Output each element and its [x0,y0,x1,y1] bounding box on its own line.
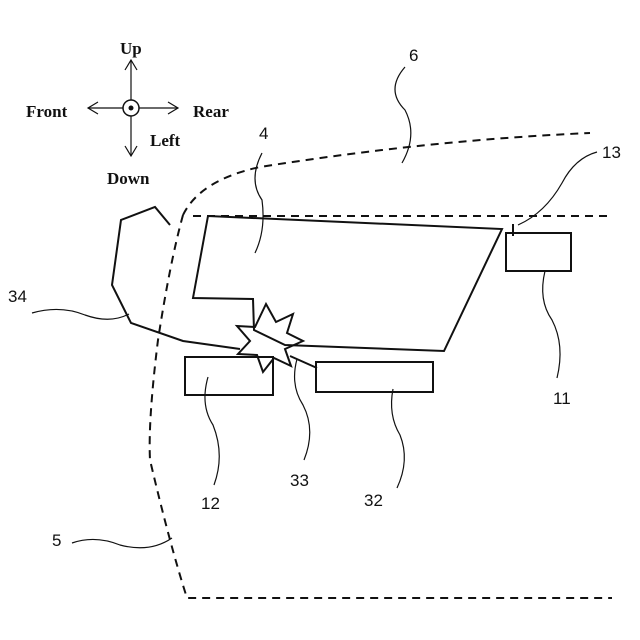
leader-6 [395,67,411,163]
component-4-body [193,216,502,351]
component-11-box [506,233,571,271]
component-32-box [316,362,433,392]
direction-rear-label: Rear [193,102,229,121]
direction-up-label: Up [120,39,142,58]
direction-front-label: Front [26,102,68,121]
ref-label-32: 32 [364,491,383,510]
dashed-outline-5 [150,215,612,598]
leader-12 [205,377,219,485]
leader-32 [392,389,405,488]
leader-5 [72,538,172,548]
direction-down-label: Down [107,169,150,188]
dashed-outline-6 [183,133,590,215]
leader-4 [255,153,263,253]
ref-label-13: 13 [602,143,621,162]
ref-label-4: 4 [259,124,268,143]
direction-left-label: Left [150,131,181,150]
leader-34 [32,309,129,319]
ref-label-34: 34 [8,287,27,306]
ref-label-5: 5 [52,531,61,550]
component-34-bracket [112,207,240,349]
component-34-link [290,356,317,368]
out-of-page-dot-icon [129,106,134,111]
ref-label-6: 6 [409,46,418,65]
leader-11 [543,271,560,378]
ref-label-12: 12 [201,494,220,513]
leader-33 [295,359,310,460]
ref-label-33: 33 [290,471,309,490]
direction-compass: Up Down Front Rear Left [26,39,229,188]
leader-13 [518,152,597,225]
ref-label-11: 11 [553,389,571,408]
